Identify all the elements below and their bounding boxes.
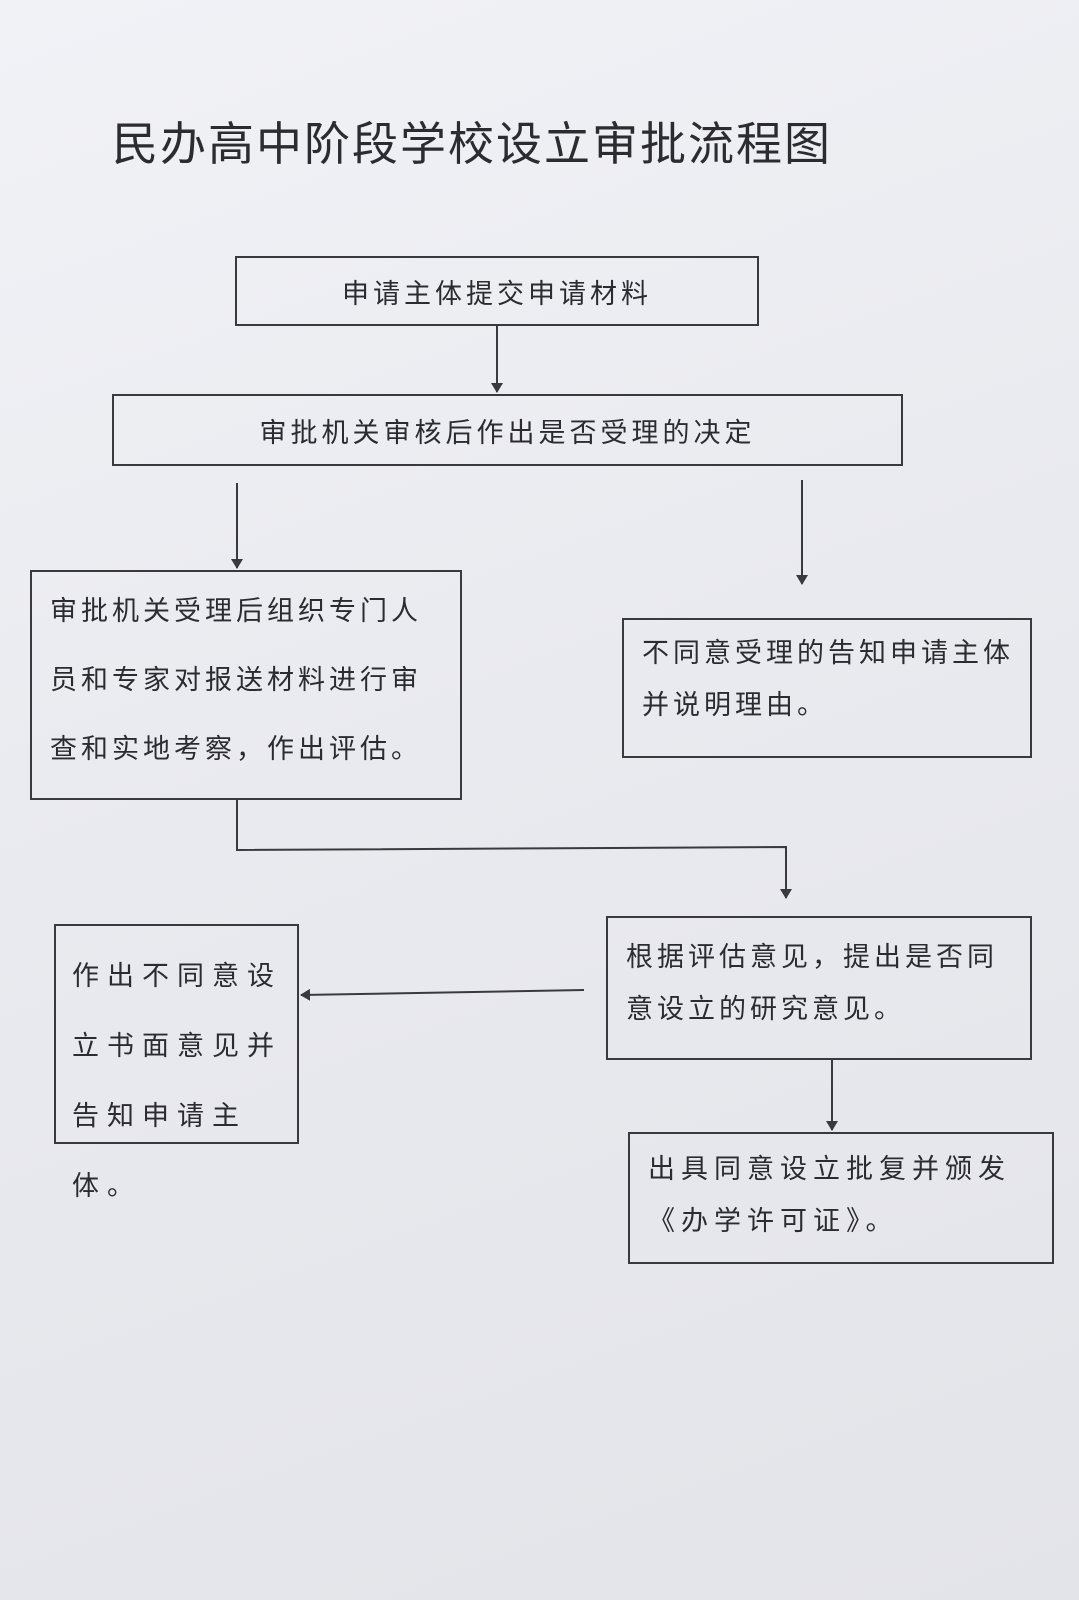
arrow-research-to-written-reject <box>300 988 585 1001</box>
node-research-opinion-label: 根据评估意见，提出是否同意设立的研究意见。 <box>626 942 998 1025</box>
node-submit-materials: 申请主体提交申请材料 <box>235 256 759 326</box>
node-accept-decision-label: 审批机关审核后作出是否受理的决定 <box>259 417 756 449</box>
arrow-review-to-research <box>236 800 792 899</box>
node-reject-acceptance: 不同意受理的告知申请主体并说明理由。 <box>622 618 1032 758</box>
node-organize-review: 审批机关受理后组织专门人员和专家对报送材料进行审查和实地考察，作出评估。 <box>30 570 462 800</box>
node-issue-license: 出具同意设立批复并颁发《办学许可证》。 <box>628 1132 1054 1264</box>
node-written-rejection-label: 作出不同意设立书面意见并告知申请主体。 <box>72 961 282 1202</box>
node-issue-license-label: 出具同意设立批复并颁发《办学许可证》。 <box>648 1154 1011 1237</box>
node-reject-acceptance-label: 不同意受理的告知申请主体并说明理由。 <box>642 638 1014 721</box>
node-submit-label: 申请主体提交申请材料 <box>342 278 652 310</box>
node-written-rejection: 作出不同意设立书面意见并告知申请主体。 <box>54 924 299 1202</box>
node-accept-decision: 审批机关审核后作出是否受理的决定 <box>112 394 903 466</box>
node-research-opinion: 根据评估意见，提出是否同意设立的研究意见。 <box>606 916 1032 1060</box>
node-organize-review-label: 审批机关受理后组织专门人员和专家对报送材料进行审查和实地考察，作出评估。 <box>50 596 422 765</box>
page-title: 民办高中阶段学校设立审批流程图 <box>112 117 832 171</box>
